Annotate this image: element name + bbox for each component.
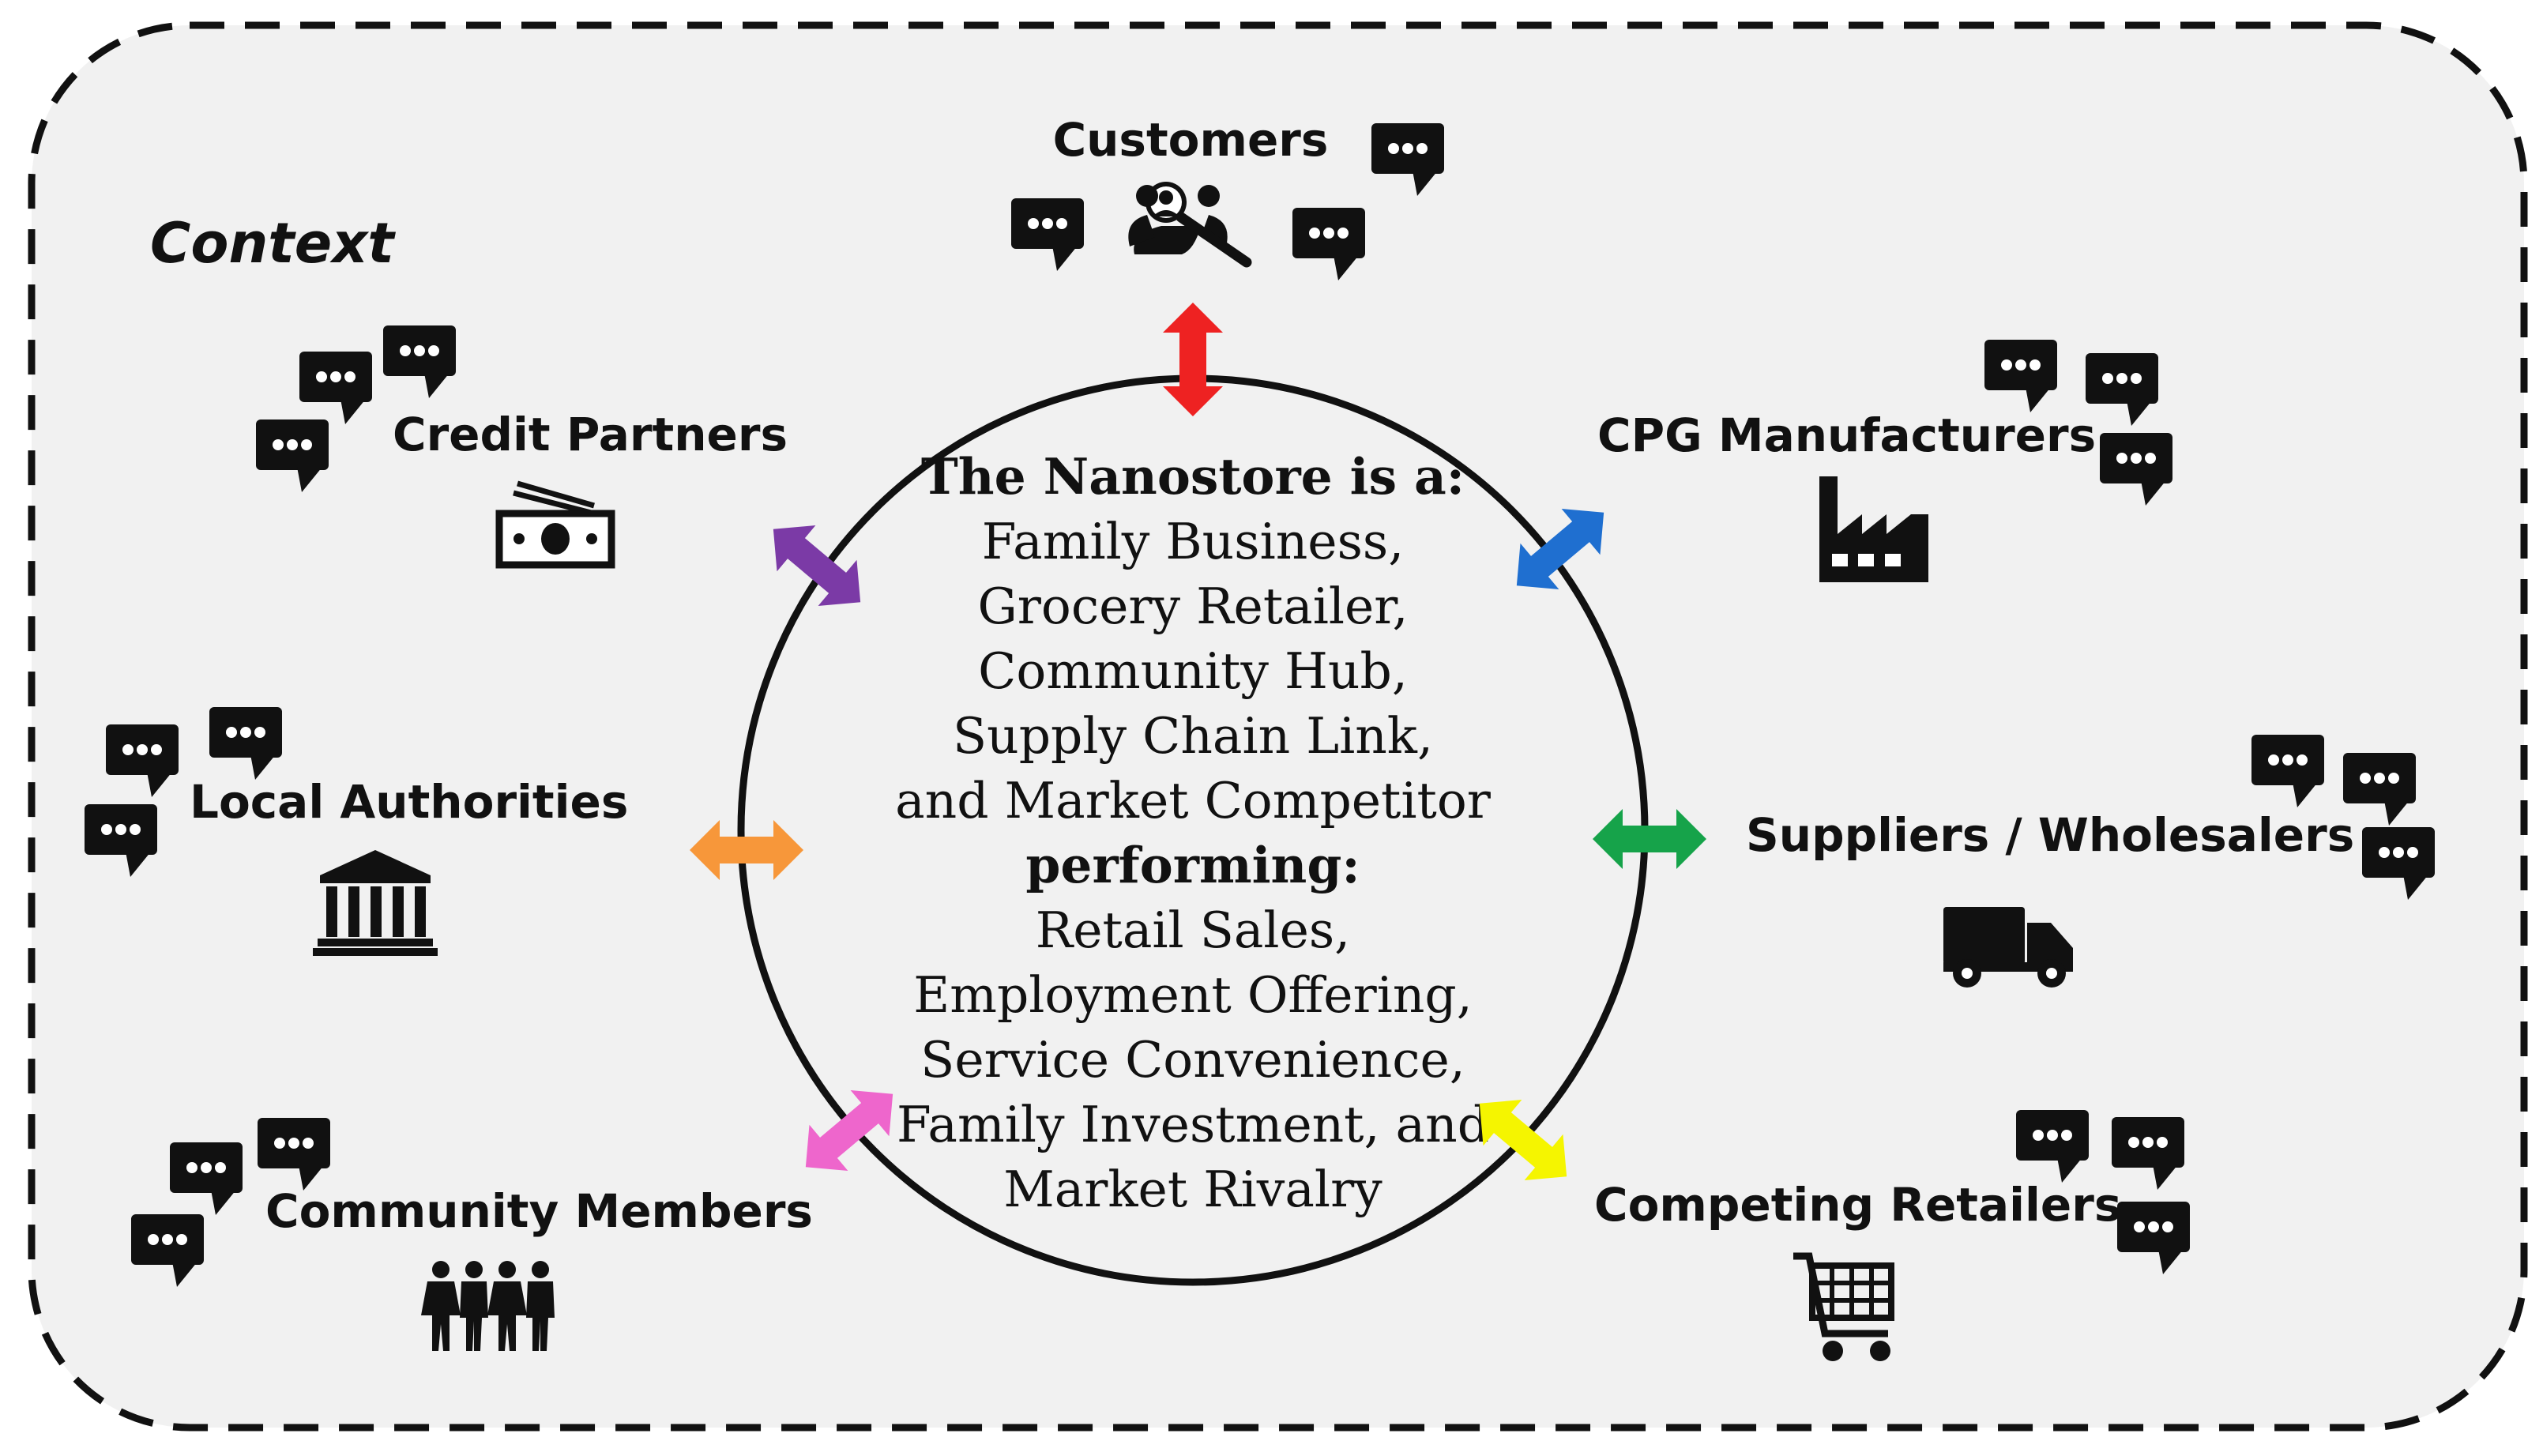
factory-icon [1819, 476, 1928, 582]
context-label: Context [150, 211, 396, 276]
truck-icon [1943, 907, 2073, 988]
center-performing-label: performing: [1025, 836, 1360, 894]
center-heading: The Nanostore is a: [921, 447, 1465, 506]
center-function: Retail Sales, [1036, 901, 1350, 959]
competing-retailers-label: Competing Retailers [1594, 1178, 2121, 1232]
credit-partners-label: Credit Partners [393, 408, 788, 461]
center-role: Family Business, [982, 513, 1405, 570]
customer-search-icon [1128, 182, 1252, 268]
money-bills-icon [495, 480, 615, 569]
customers-label: Customers [1053, 113, 1329, 167]
center-function: Market Rivalry [1003, 1161, 1382, 1218]
center-role: Supply Chain Link, [953, 707, 1433, 765]
center-role: Community Hub, [978, 642, 1408, 700]
center-role: Grocery Retailer, [977, 578, 1408, 635]
suppliers-wholesalers-label: Suppliers / Wholesalers [1746, 808, 2354, 862]
cpg-manufacturers-label: CPG Manufacturers [1597, 408, 2096, 462]
center-function: Employment Offering, [913, 966, 1473, 1024]
community-members-label: Community Members [265, 1184, 813, 1238]
people-group-icon [421, 1261, 555, 1351]
shopping-cart-icon [1793, 1252, 1894, 1361]
local-authorities-label: Local Authorities [190, 775, 628, 829]
center-role: and Market Competitor [895, 772, 1492, 830]
government-building-icon [313, 850, 438, 956]
center-function: Family Investment, and [897, 1096, 1489, 1153]
center-function: Service Convenience, [920, 1031, 1465, 1089]
